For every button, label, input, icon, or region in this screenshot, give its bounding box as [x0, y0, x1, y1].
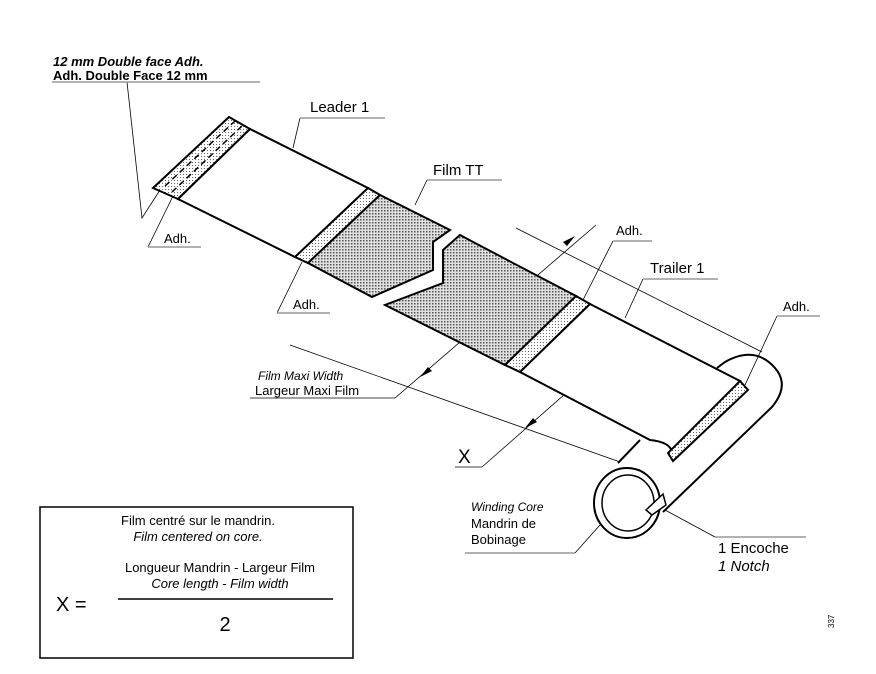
film-label: Film TT — [433, 162, 484, 179]
core-label-fr-1: Mandrin de — [471, 516, 536, 531]
leader-label: Leader 1 — [310, 99, 369, 116]
formula-line-fr: Film centré sur le mandrin. — [121, 513, 275, 528]
callout-lines — [126, 81, 778, 554]
core-label-fr-2: Bobinage — [471, 532, 526, 547]
label-underlines — [52, 81, 820, 554]
winding-core — [593, 353, 783, 539]
adh-label-2: Adh. — [293, 297, 320, 312]
film-tt-part1 — [306, 193, 452, 299]
x-dimension-label: X — [458, 447, 471, 468]
formula-box: Film centré sur le mandrin. Film centere… — [39, 506, 354, 659]
notch-icon — [644, 492, 667, 516]
double-face-label-en: 12 mm Double face Adh. — [53, 54, 204, 69]
film-strip — [151, 115, 750, 463]
formula-numerator-fr: Longueur Mandrin - Largeur Film — [125, 560, 315, 575]
adh-label-4: Adh. — [783, 299, 810, 314]
core-label-en: Winding Core — [471, 500, 544, 514]
adhesive-band-core — [666, 379, 750, 463]
figure-number: 337 — [827, 614, 836, 628]
notch-label-en: 1 Notch — [718, 558, 770, 575]
formula-line-en: Film centered on core. — [133, 529, 262, 544]
adh-label-3: Adh. — [616, 223, 643, 238]
film-width-label-en: Film Maxi Width — [258, 369, 344, 383]
film-tt-part2 — [382, 233, 578, 367]
formula-numerator-en: Core length - Film width — [151, 576, 288, 591]
formula-denominator: 2 — [219, 614, 230, 636]
adh-label-1: Adh. — [164, 231, 191, 246]
notch-label-fr: 1 Encoche — [718, 540, 789, 557]
trailer-label: Trailer 1 — [650, 260, 704, 277]
formula-x-equals: X = — [56, 594, 87, 616]
film-width-label-fr: Largeur Maxi Film — [255, 383, 359, 398]
double-face-label-fr: Adh. Double Face 12 mm — [53, 68, 208, 83]
